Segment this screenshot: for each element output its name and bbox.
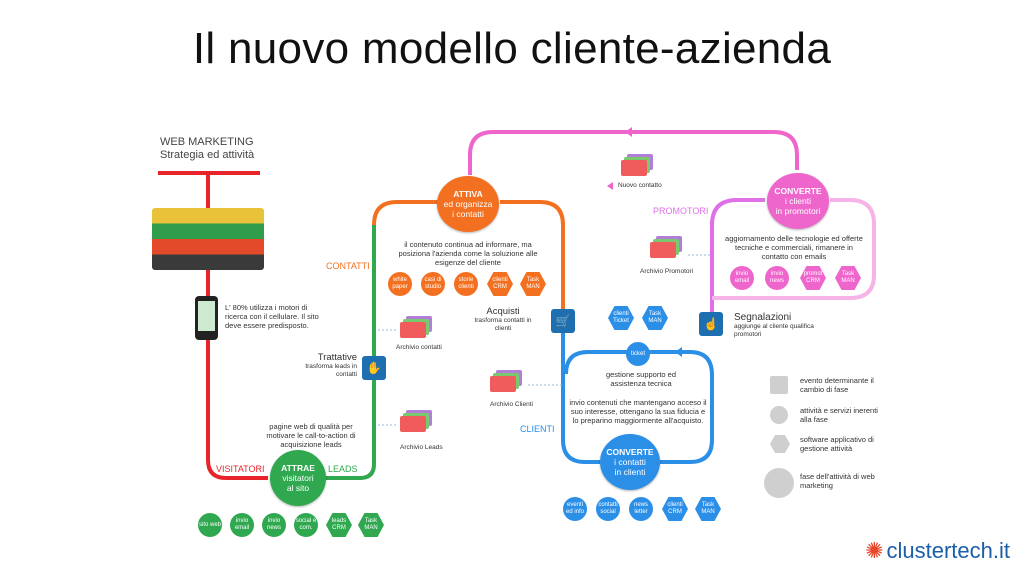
page-title: Il nuovo modello cliente-azienda: [192, 24, 832, 73]
archive-promotori-label: Archivio Promotori: [640, 268, 694, 275]
label-promotori: PROMOTORI: [653, 206, 709, 216]
crowd-image: [152, 208, 264, 270]
ticket-note: gestione supporto ed assistenza tecnica: [605, 370, 677, 388]
legend-bigcircle-icon: [764, 468, 794, 498]
attiva-line3: i contatti: [452, 209, 484, 219]
activity-chip: invio news: [262, 513, 286, 537]
segnalazioni-title: Segnalazioni: [734, 312, 792, 323]
pagine-note: pagine web di qualità per motivare le ca…: [266, 422, 356, 449]
logo-burst-icon: ✺: [865, 538, 884, 563]
attiva-line2: ed organizza: [443, 199, 493, 209]
legend-square-icon: [770, 376, 788, 394]
converte-clienti-line2: i contatti: [614, 457, 646, 467]
promo-note: aggiornamento delle tecnologie ed offert…: [725, 234, 863, 261]
activity-chip: contatti social: [596, 497, 620, 521]
activity-chip: news letter: [629, 497, 653, 521]
handshake-icon: ✋: [362, 356, 386, 380]
attiva-title: ATTIVA: [453, 189, 483, 199]
label-contatti: CONTATTI: [326, 261, 370, 271]
tool-hex: Task MAN: [358, 513, 384, 537]
legend-circle-icon: [770, 406, 788, 424]
web-marketing-title: WEB MARKETING: [160, 136, 254, 148]
label-leads: LEADS: [328, 464, 358, 474]
smartphone-icon: [195, 296, 218, 340]
activity-chip: sito web: [198, 513, 222, 537]
trattative-subtitle: trasforma leads in contatti: [305, 363, 357, 378]
tool-hex: clienti CRM: [487, 272, 513, 296]
archive-leads-label: Archivio Leads: [400, 444, 443, 451]
mobile-note: L' 80% utilizza i motori di ricerca con …: [225, 303, 319, 330]
legend-label: evento determinante il cambio di fase: [800, 376, 874, 394]
activity-chip: casi di studio: [421, 272, 445, 296]
converte-promotori-line3: in promotori: [775, 206, 821, 216]
archive-nuovo-label: Nuovo contatto: [618, 182, 662, 189]
archive-contatti-label: Archivio contatti: [396, 344, 442, 351]
activity-chip: invio email: [230, 513, 254, 537]
attrae-line2: visitatori: [282, 473, 314, 483]
legend-label: fase dell'attività di web marketing: [800, 472, 875, 490]
converte-clienti-line3: in clienti: [614, 467, 646, 477]
activity-chip: invio email: [730, 266, 754, 290]
attrae-title: ATTRAE: [281, 463, 315, 473]
converte-clienti-title: CONVERTE: [606, 447, 654, 457]
archive-clienti-label: Archivio Clienti: [490, 401, 533, 408]
invio-note: invio contenuti che mantengano acceso il…: [569, 398, 707, 425]
attiva-note: il contenuto continua ad informare, ma p…: [398, 240, 538, 267]
acquisti-block: Acquisti trasforma contatti in clienti: [468, 306, 538, 333]
web-marketing-subtitle: Strategia ed attività: [160, 149, 255, 161]
clustertech-logo: ✺clustertech.it: [865, 538, 1010, 564]
legend-label: software applicativo di gestione attivit…: [800, 435, 874, 453]
activity-chip: storie clienti: [454, 272, 478, 296]
trattative-title: Trattative: [317, 352, 357, 363]
trattative-block: Trattative trasforma leads in contatti: [287, 352, 357, 379]
label-clienti: CLIENTI: [520, 424, 555, 434]
activity-chip: social e com.: [294, 513, 318, 537]
activity-chip: eventi ed info: [563, 497, 587, 521]
converte-promotori-line2: i clienti: [785, 196, 811, 206]
segnalazioni-block: Segnalazioni aggiunge al cliente qualifi…: [734, 312, 814, 339]
legend-label: attività e servizi inerenti alla fase: [800, 406, 878, 424]
web-marketing-header: WEB MARKETING Strategia ed attività: [160, 136, 254, 162]
attrae-line3: al sito: [286, 483, 310, 493]
label-visitatori: VISITATORI: [216, 464, 265, 474]
activity-chip: white paper: [388, 272, 412, 296]
converte-promotori-title: CONVERTE: [774, 186, 822, 196]
logo-text: clustertech.it: [886, 538, 1011, 563]
pointer-hand-icon: ☝: [699, 312, 723, 336]
segnalazioni-subtitle: aggiunge al cliente qualifica promotori: [734, 323, 814, 338]
acquisti-title: Acquisti: [486, 306, 520, 317]
legend-hex-icon: [770, 435, 790, 453]
tool-hex: leads CRM: [326, 513, 352, 537]
cart-icon: 🛒: [551, 309, 575, 333]
activity-chip: invio news: [765, 266, 789, 290]
ticket-chip: ticket: [626, 342, 650, 366]
acquisti-subtitle: trasforma contatti in clienti: [474, 317, 532, 332]
